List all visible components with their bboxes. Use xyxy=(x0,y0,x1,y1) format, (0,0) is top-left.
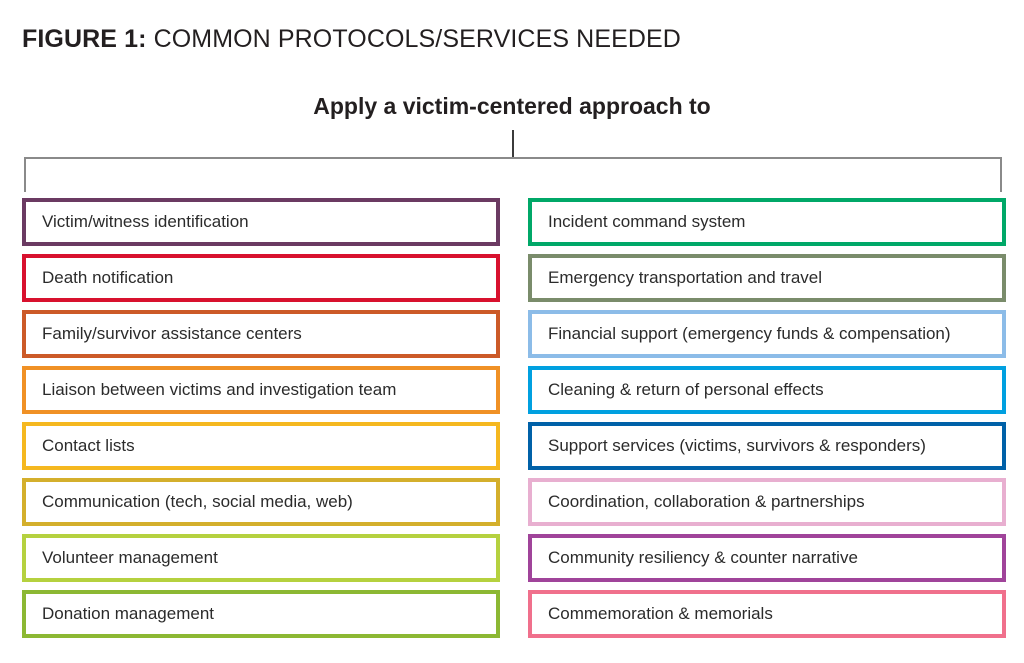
service-box-label: Community resiliency & counter narrative xyxy=(548,548,858,567)
service-box-label: Donation management xyxy=(42,604,215,623)
figure-title: FIGURE 1: COMMON PROTOCOLS/SERVICES NEED… xyxy=(22,24,681,54)
service-box-label: Emergency transportation and travel xyxy=(548,268,823,287)
service-box[interactable]: Emergency transportation and travel xyxy=(528,254,1006,302)
service-box-label: Commemoration & memorials xyxy=(548,604,773,623)
service-box-label: Support services (victims, survivors & r… xyxy=(548,436,926,455)
service-box-label: Contact lists xyxy=(42,436,135,455)
bracket-leg-right xyxy=(1000,157,1002,192)
service-box-label: Communication (tech, social media, web) xyxy=(42,492,353,511)
bracket-rail xyxy=(24,157,1002,159)
service-box[interactable]: Community resiliency & counter narrative xyxy=(528,534,1006,582)
service-box[interactable]: Incident command system xyxy=(528,198,1006,246)
service-box-label: Victim/witness identification xyxy=(42,212,249,231)
bracket-connector xyxy=(0,130,1024,192)
service-box-label: Death notification xyxy=(42,268,174,287)
service-box[interactable]: Liaison between victims and investigatio… xyxy=(22,366,500,414)
service-box[interactable]: Death notification xyxy=(22,254,500,302)
service-box[interactable]: Volunteer management xyxy=(22,534,500,582)
figure-title-text: COMMON PROTOCOLS/SERVICES NEEDED xyxy=(146,25,681,53)
figure-subtitle: Apply a victim-centered approach to xyxy=(313,93,711,119)
bracket-leg-left xyxy=(24,157,26,192)
service-box-label: Incident command system xyxy=(548,212,746,231)
service-box-label: Liaison between victims and investigatio… xyxy=(42,380,397,399)
service-box[interactable]: Victim/witness identification xyxy=(22,198,500,246)
service-box[interactable]: Cleaning & return of personal effects xyxy=(528,366,1006,414)
service-box-label: Volunteer management xyxy=(42,548,218,567)
service-box[interactable]: Contact lists xyxy=(22,422,500,470)
service-box[interactable]: Communication (tech, social media, web) xyxy=(22,478,500,526)
service-box-label: Financial support (emergency funds & com… xyxy=(548,324,951,343)
service-box[interactable]: Financial support (emergency funds & com… xyxy=(528,310,1006,358)
service-box[interactable]: Support services (victims, survivors & r… xyxy=(528,422,1006,470)
service-box[interactable]: Donation management xyxy=(22,590,500,638)
service-box[interactable]: Family/survivor assistance centers xyxy=(22,310,500,358)
service-box[interactable]: Commemoration & memorials xyxy=(528,590,1006,638)
bracket-stem xyxy=(512,130,514,158)
service-box-label: Cleaning & return of personal effects xyxy=(548,380,824,399)
figure-number-label: FIGURE 1: xyxy=(22,25,147,53)
service-box-label: Coordination, collaboration & partnershi… xyxy=(548,492,865,511)
service-box-label: Family/survivor assistance centers xyxy=(42,324,302,343)
service-box[interactable]: Coordination, collaboration & partnershi… xyxy=(528,478,1006,526)
